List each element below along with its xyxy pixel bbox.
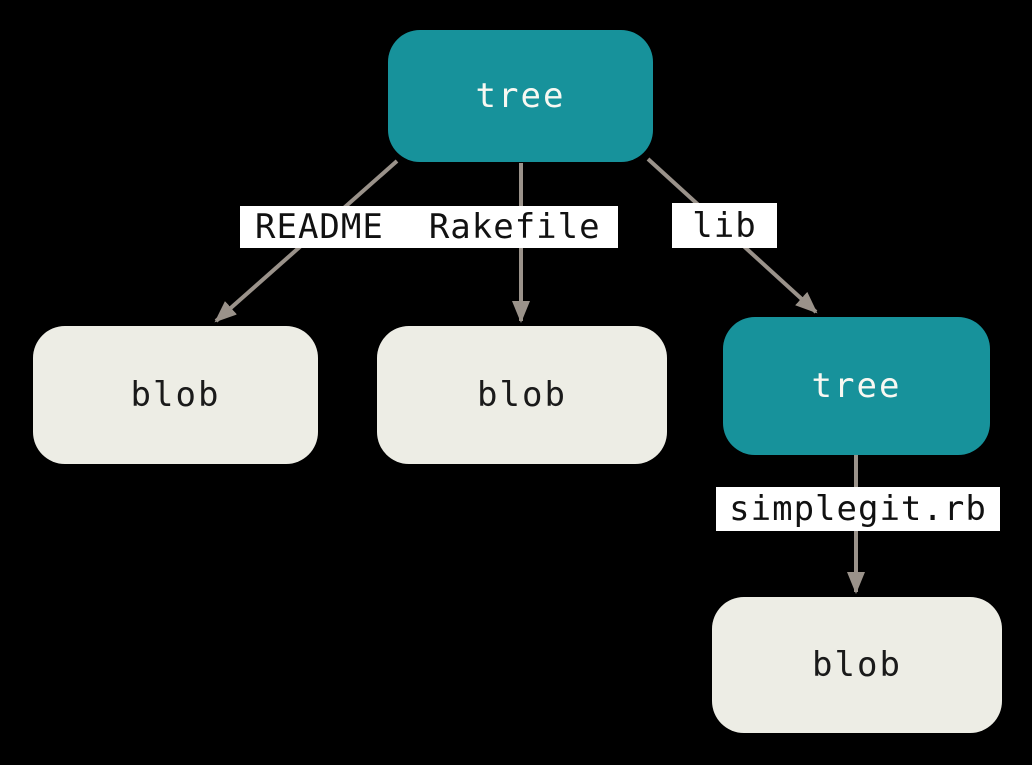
edge-label-rakefile: Rakefile <box>428 207 601 247</box>
edge-label-simplegit-rb: simplegit.rb <box>716 487 1000 531</box>
edge-label-group-readme-rakefile: README Rakefile <box>240 206 618 248</box>
edge-label-lib: lib <box>672 203 777 248</box>
node-tree-root-label: tree <box>475 76 566 116</box>
edge-label-simplegit-rb-text: simplegit.rb <box>729 489 987 529</box>
node-tree-lib-label: tree <box>811 366 902 406</box>
edge-label-readme: README <box>255 207 384 247</box>
edge-label-lib-text: lib <box>692 205 757 246</box>
node-blob-readme-label: blob <box>130 375 221 415</box>
node-tree-root: tree <box>388 30 653 162</box>
node-blob-rakefile: blob <box>377 326 667 464</box>
node-tree-lib: tree <box>723 317 990 455</box>
node-blob-rakefile-label: blob <box>477 375 567 415</box>
node-blob-readme: blob <box>33 326 318 464</box>
node-blob-simplegit: blob <box>712 597 1002 733</box>
node-blob-simplegit-label: blob <box>812 645 902 685</box>
